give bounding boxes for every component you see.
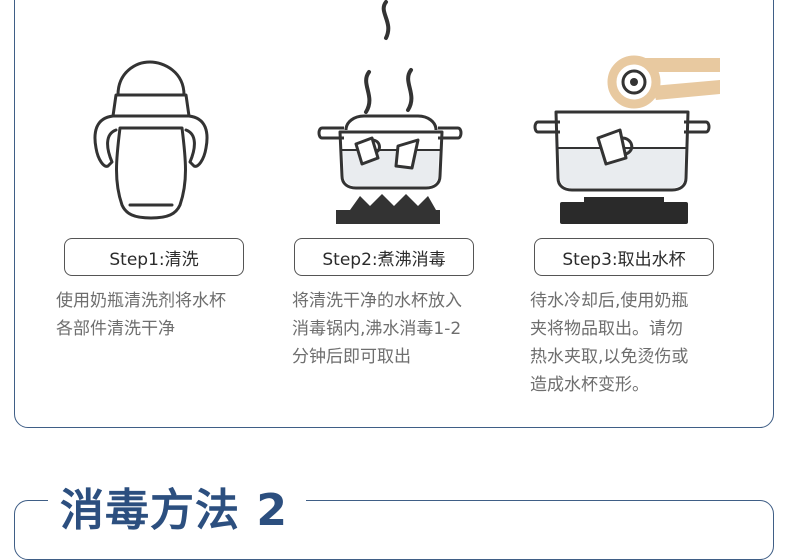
sippy-cup-icon [93,60,209,220]
step3-label: Step3:取出水杯 [534,238,714,276]
pot-icon [533,110,711,192]
bottle-tongs-icon [607,55,720,109]
step2-label: Step2:煮沸消毒 [294,238,474,276]
step3-description: 待水冷却后,使用奶瓶 夹将物品取出。请勿 热水夹取,以免烫伤或 造成水杯变形。 [530,291,689,395]
gas-burner-icon [336,194,440,224]
section-title: 消毒方法 2 [60,485,288,536]
steps-panel [14,0,774,428]
illustrations [93,0,720,224]
stove-plate-icon [560,197,688,224]
step1-description: 使用奶瓶清洗剂将水杯 各部件清洗干净 [56,291,226,339]
boiling-pot-icon [317,114,463,190]
steam-icon [364,0,414,114]
step2-description: 将清洗干净的水杯放入 消毒锅内,沸水消毒1-2 分钟后即可取出 [292,291,462,367]
title-backdrop [48,480,306,530]
step1-label: Step1:清洗 [64,238,244,276]
